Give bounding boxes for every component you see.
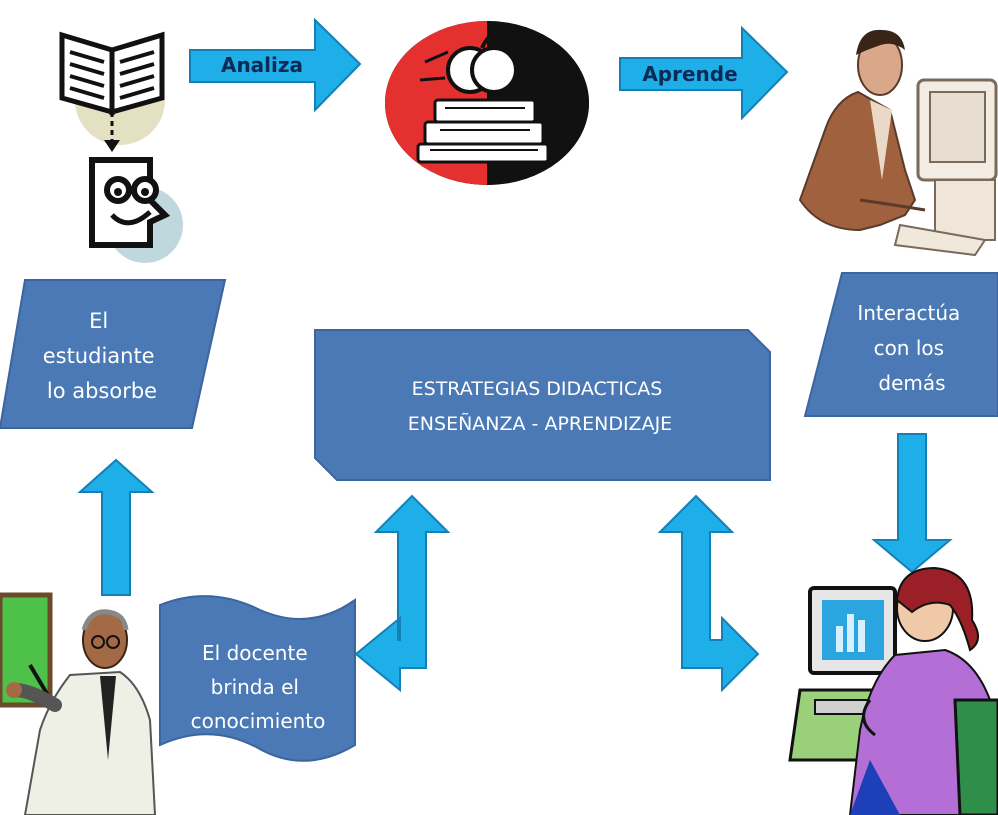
svg-text:El docente brinda el: El docente brinda el conocimiento bbox=[191, 641, 326, 733]
center-to-student-arrow bbox=[657, 494, 760, 693]
docente-to-center-arrow bbox=[354, 494, 451, 693]
interactua-line-2: con los bbox=[874, 336, 944, 360]
estudiante-line-3: lo absorbe bbox=[47, 379, 157, 403]
estrategias-line-2: ENSEÑANZA - APRENDIZAJE bbox=[408, 412, 672, 435]
interactua-line-1: Interactúa bbox=[857, 301, 960, 325]
estudiante-line-1: El bbox=[89, 309, 108, 333]
docente-line-2: brinda el bbox=[211, 675, 299, 699]
svg-text:El estudiante lo a: El estudiante lo absorbe bbox=[43, 309, 162, 403]
aprende-arrow: Aprende bbox=[619, 25, 789, 121]
interactua-line-3: demás bbox=[878, 371, 945, 395]
woman-at-computer-icon bbox=[788, 566, 998, 815]
svg-text:Interactúa con los: Interactúa con los demás bbox=[857, 301, 966, 395]
analiza-arrow: Analiza bbox=[189, 17, 362, 113]
docente-box: El docente brinda el conocimiento bbox=[159, 595, 356, 762]
down-arrow-right bbox=[871, 433, 953, 574]
aprende-label: Aprende bbox=[642, 62, 737, 86]
apple-books-icon bbox=[385, 21, 589, 185]
estudiante-line-2: estudiante bbox=[43, 344, 155, 368]
estrategias-line-1: ESTRATEGIAS DIDACTICAS bbox=[412, 378, 663, 400]
estudiante-box: El estudiante lo absorbe bbox=[0, 279, 227, 429]
svg-text:ESTRATEGIAS DIDACTICAS E: ESTRATEGIAS DIDACTICAS ENSEÑANZA - APREN… bbox=[408, 378, 672, 435]
estrategias-box: ESTRATEGIAS DIDACTICAS ENSEÑANZA - APREN… bbox=[314, 329, 771, 481]
docente-line-3: conocimiento bbox=[191, 709, 326, 733]
up-arrow-left bbox=[77, 458, 155, 596]
docente-line-1: El docente bbox=[202, 641, 308, 665]
analiza-label: Analiza bbox=[221, 53, 303, 77]
interactua-box: Interactúa con los demás bbox=[803, 272, 998, 417]
man-at-computer-icon bbox=[798, 29, 998, 257]
thinking-face-icon bbox=[89, 157, 183, 263]
open-book-icon bbox=[59, 31, 165, 152]
teacher-pointing-icon bbox=[0, 592, 157, 815]
